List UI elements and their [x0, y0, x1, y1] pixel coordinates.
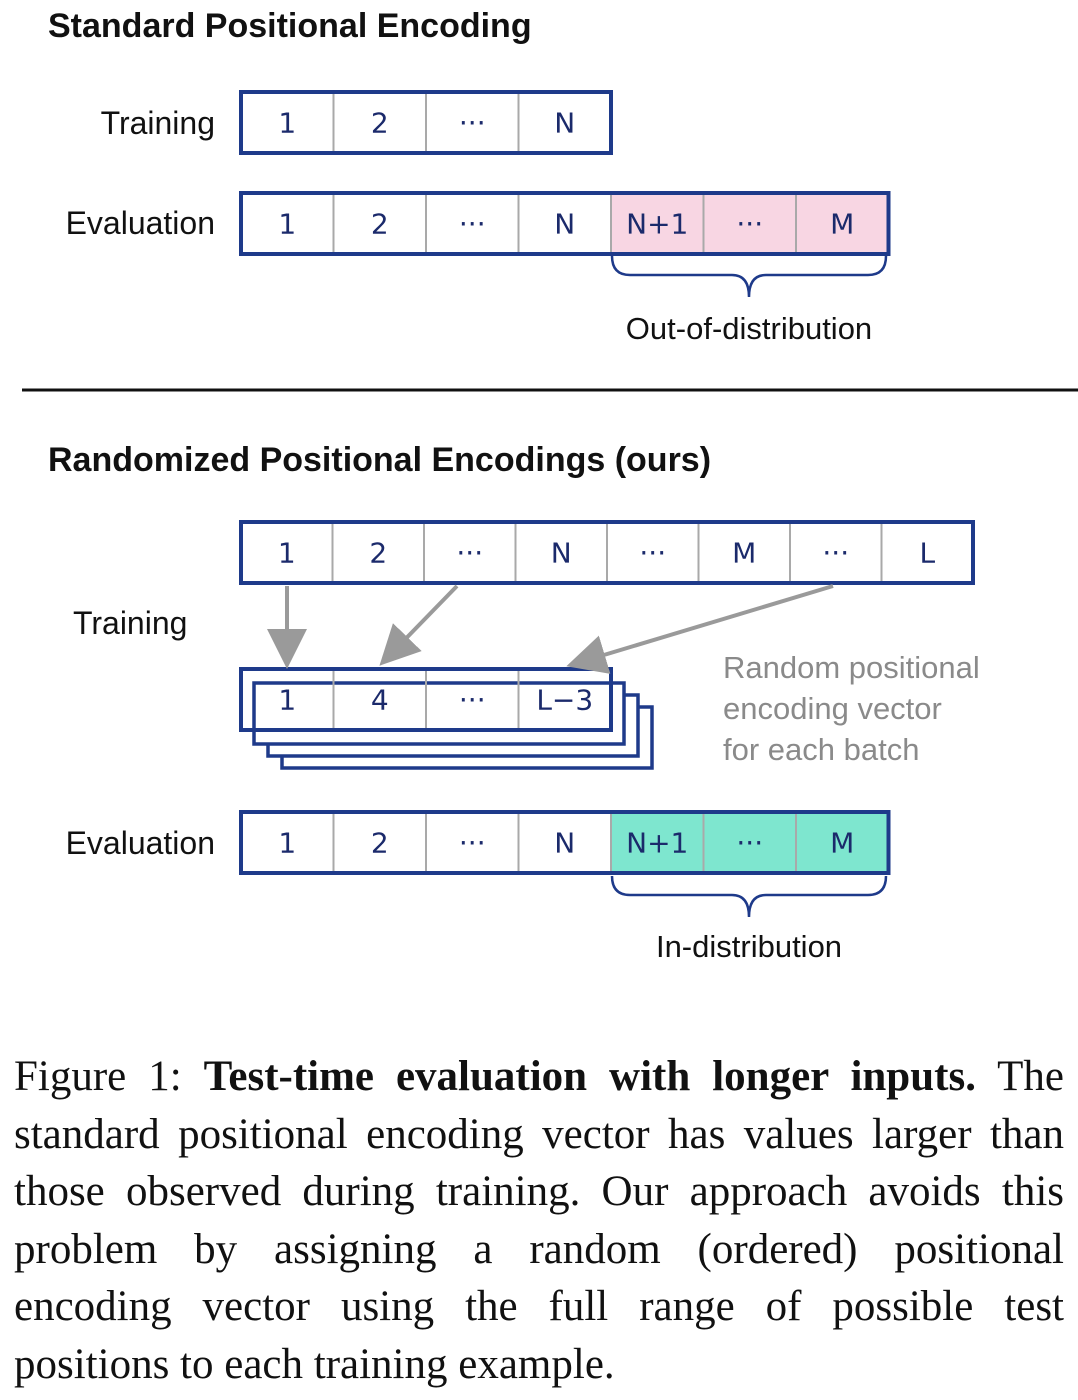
arrow-2	[379, 584, 459, 666]
bottom-eval-cell-fill-4	[611, 812, 704, 873]
caption-title: Test-time evaluation with longer inputs.	[203, 1053, 976, 1100]
top-train-cell-1: 2	[371, 107, 389, 140]
bottom-eval-cell-4: N+1	[626, 827, 688, 860]
top-eval-cell-2: ···	[459, 208, 486, 241]
top-eval-cell-fill-5	[703, 193, 796, 254]
top-eval-cell-6: M	[830, 208, 854, 241]
bottom-eval-cell-fill-6	[796, 812, 889, 873]
bottom-eval-cell-3: N	[554, 827, 575, 860]
top-eval-frame	[239, 191, 891, 256]
arrow-3	[566, 584, 834, 674]
figure-caption: Figure 1: Test-time evaluation with long…	[14, 1048, 1064, 1393]
bottom-eval-cell-fill-5	[703, 812, 796, 873]
bottom-training-label: Training	[73, 605, 187, 641]
sample-cell-2: ···	[459, 684, 486, 717]
full-cell-2: ···	[456, 537, 483, 570]
bottom-evaluation-label: Evaluation	[66, 825, 215, 861]
bottom-eval-frame	[239, 810, 891, 875]
bottom-eval-cell-1: 2	[371, 827, 389, 860]
ood-label: Out-of-distribution	[626, 311, 872, 346]
full-cell-1: 2	[369, 537, 387, 570]
full-cell-5: M	[732, 537, 756, 570]
note-line-2: encoding vector	[723, 691, 942, 726]
caption-prefix: Figure 1:	[14, 1053, 204, 1100]
caption-body: The standard positional encoding vector …	[14, 1053, 1064, 1388]
sampling-arrows	[267, 584, 834, 674]
top-eval-cell-fill-6	[796, 193, 889, 254]
top-train-cell-3: N	[554, 107, 575, 140]
sample-cell-1: 4	[371, 684, 389, 717]
top-heading: Standard Positional Encoding	[48, 7, 532, 45]
top-eval-cell-3: N	[554, 208, 575, 241]
bottom-eval-cell-2: ···	[459, 827, 486, 860]
top-eval-cell-fill-4	[611, 193, 704, 254]
bottom-eval-cell-0: 1	[278, 827, 296, 860]
indist-bracket	[610, 875, 888, 918]
top-train-cell-0: 1	[278, 107, 296, 140]
top-eval-cell-0: 1	[278, 208, 296, 241]
bottom-heading: Randomized Positional Encodings (ours)	[48, 441, 711, 479]
sample-cell-0: 1	[278, 684, 296, 717]
full-range-vector: 1 2 ··· N ··· M ··· L	[239, 520, 975, 585]
full-cell-7: L	[919, 537, 935, 570]
top-train-cell-2: ···	[459, 107, 486, 140]
bottom-eval-cell-5: ···	[736, 827, 763, 860]
full-cell-4: ···	[639, 537, 666, 570]
ood-bracket	[610, 255, 888, 298]
random-encoding-note: Random positional encoding vector for ea…	[723, 650, 980, 767]
sampled-encoding-vector: 1 4 ··· L−3	[239, 667, 613, 732]
indist-label: In-distribution	[656, 929, 842, 964]
top-evaluation-vector: 1 2 ··· N N+1 ··· M	[239, 191, 891, 256]
top-evaluation-label: Evaluation	[66, 205, 215, 241]
bottom-eval-cell-6: M	[830, 827, 854, 860]
top-training-label: Training	[101, 105, 215, 141]
batch-stack	[252, 681, 654, 770]
top-eval-cell-1: 2	[371, 208, 389, 241]
note-line-3: for each batch	[723, 732, 919, 767]
full-cell-0: 1	[278, 537, 296, 570]
full-frame	[239, 520, 975, 585]
sample-frame	[239, 667, 613, 732]
full-cell-3: N	[551, 537, 572, 570]
sample-cell-3: L−3	[536, 684, 593, 717]
bottom-evaluation-vector: 1 2 ··· N N+1 ··· M	[239, 810, 891, 875]
top-eval-cell-4: N+1	[626, 208, 688, 241]
full-cell-6: ···	[822, 537, 849, 570]
figure-diagram: Standard Positional Encoding Training 1 2…	[22, 7, 1078, 964]
note-line-1: Random positional	[723, 650, 980, 685]
top-eval-cell-5: ···	[736, 208, 763, 241]
top-training-vector: 1 2 ··· N	[239, 90, 613, 155]
top-train-frame	[239, 90, 613, 155]
